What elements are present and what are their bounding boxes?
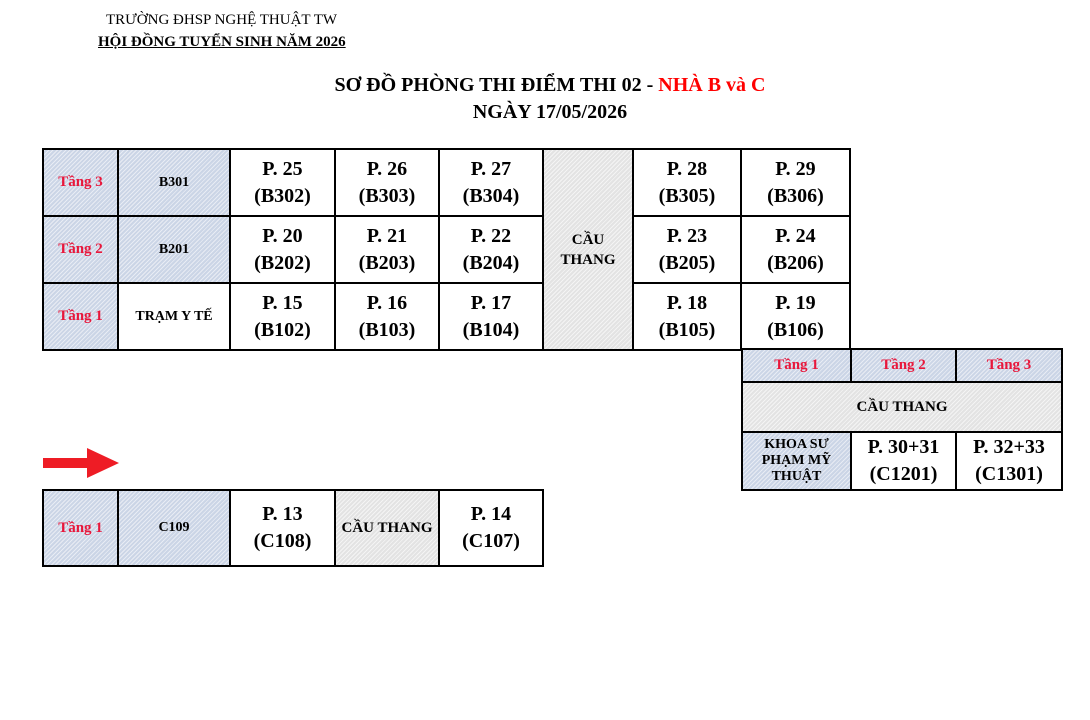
room-number: P. 29 bbox=[775, 157, 816, 180]
room-number: P. 32+33 bbox=[973, 436, 1045, 458]
exam-room: P. 25 (B302) bbox=[229, 148, 336, 217]
exam-room: P. 15 (B102) bbox=[229, 282, 336, 351]
room-number: P. 23 bbox=[666, 224, 708, 247]
room-code: (B206) bbox=[767, 251, 824, 274]
floor-label: Tầng 1 bbox=[42, 282, 119, 351]
room-number: P. 24 bbox=[775, 224, 816, 247]
rooms-row: KHOA SƯ PHẠM MỸ THUẬT P. 30+31 (C1201) P.… bbox=[741, 431, 1063, 491]
room-number: P. 27 bbox=[470, 157, 512, 180]
room-code: (B106) bbox=[767, 318, 824, 341]
room-code: B201 bbox=[117, 215, 231, 284]
floor-row-1: Tầng 1 C109 P. 13 (C108) CẦU THANG P. 14 (… bbox=[42, 489, 544, 567]
map-title: SƠ ĐỒ PHÒNG THI ĐIỂM THI 02 - NHÀ B và C bbox=[0, 74, 1090, 97]
room-number: P. 13 bbox=[262, 503, 303, 525]
room-code: (B305) bbox=[658, 184, 716, 207]
school-name: TRƯỜNG ĐHSP NGHỆ THUẬT TW bbox=[106, 12, 338, 28]
room-code: (B102) bbox=[254, 318, 311, 341]
room-number: P. 28 bbox=[666, 157, 708, 180]
building-c-right-grid: Tầng 1 Tầng 2 Tầng 3 CẦU THANG KHOA SƯ P… bbox=[741, 348, 1063, 491]
room-code: (B203) bbox=[358, 251, 416, 274]
room-number: P. 22 bbox=[470, 224, 512, 247]
room-code: (B306) bbox=[767, 184, 824, 207]
exam-room: P. 23 (B205) bbox=[632, 215, 742, 284]
room-number: P. 15 bbox=[262, 291, 303, 314]
room-code: (C1201) bbox=[869, 463, 938, 485]
room-code: (B304) bbox=[462, 184, 520, 207]
room-number: P. 16 bbox=[366, 291, 408, 314]
exam-room: P. 24 (B206) bbox=[740, 215, 851, 284]
exam-room: P. 18 (B105) bbox=[632, 282, 742, 351]
room-code: (C107) bbox=[462, 530, 520, 552]
floor-label: Tầng 3 bbox=[955, 348, 1063, 383]
floor-row-2: Tầng 2 B201 P. 20 (B202) P. 21 (B203) P. 2… bbox=[42, 215, 851, 284]
room-code: (B303) bbox=[358, 184, 416, 207]
stairwell: CẦU THANG bbox=[334, 489, 440, 567]
room-code: (B202) bbox=[254, 251, 311, 274]
exam-room: P. 28 (B305) bbox=[632, 148, 742, 217]
exam-room: P. 21 (B203) bbox=[334, 215, 440, 284]
room-number: P. 30+31 bbox=[867, 436, 940, 458]
exam-room: P. 30+31 (C1201) bbox=[850, 431, 957, 491]
room-code: (B103) bbox=[358, 318, 416, 341]
exam-room: P. 32+33 (C1301) bbox=[955, 431, 1063, 491]
room-code: (C1301) bbox=[975, 463, 1043, 485]
exam-room: P. 16 (B103) bbox=[334, 282, 440, 351]
room-code: (B302) bbox=[254, 184, 311, 207]
room-code: (B205) bbox=[658, 251, 716, 274]
room-number: P. 20 bbox=[262, 224, 303, 247]
room-code: (B104) bbox=[462, 318, 520, 341]
room-number: P. 25 bbox=[262, 157, 303, 180]
floor-label: Tầng 2 bbox=[42, 215, 119, 284]
floor-label: Tầng 2 bbox=[850, 348, 957, 383]
exam-room: P. 27 (B304) bbox=[438, 148, 544, 217]
floor-label: Tầng 3 bbox=[42, 148, 119, 217]
exam-room: P. 22 (B204) bbox=[438, 215, 544, 284]
floor-row-1: Tầng 1 TRẠM Y TẾ P. 15 (B102) P. 16 (B103)… bbox=[42, 282, 851, 351]
room-number: P. 19 bbox=[775, 291, 816, 314]
map-title-highlight: NHÀ B và C bbox=[658, 74, 766, 96]
medical-station: TRẠM Y TẾ bbox=[117, 282, 231, 351]
floor-row-3: Tầng 3 B301 P. 25 (B302) P. 26 (B303) P. 2… bbox=[42, 148, 851, 351]
exam-room: P. 26 (B303) bbox=[334, 148, 440, 217]
floor-header-row: Tầng 1 Tầng 2 Tầng 3 bbox=[741, 348, 1063, 383]
room-code: (C108) bbox=[253, 530, 312, 552]
map-title-main: SƠ ĐỒ PHÒNG THI ĐIỂM THI 02 - bbox=[334, 74, 659, 96]
room-code: (B204) bbox=[462, 251, 520, 274]
room-code: B301 bbox=[117, 148, 231, 217]
room-number: P. 17 bbox=[470, 291, 512, 314]
council-name: HỘI ĐỒNG TUYỂN SINH NĂM 2026 bbox=[98, 34, 346, 50]
room-number: P. 18 bbox=[666, 291, 708, 314]
exam-room: P. 14 (C107) bbox=[438, 489, 544, 567]
building-c-bottom-grid: Tầng 1 C109 P. 13 (C108) CẦU THANG P. 14 (… bbox=[42, 489, 544, 567]
stair-row: CẦU THANG bbox=[741, 381, 1063, 433]
exam-room: P. 20 (B202) bbox=[229, 215, 336, 284]
stairwell: CẦU THANG bbox=[741, 381, 1063, 433]
arrow-right-icon bbox=[43, 448, 119, 478]
faculty-label: KHOA SƯ PHẠM MỸ THUẬT bbox=[741, 431, 852, 491]
exam-room: P. 13 (C108) bbox=[229, 489, 336, 567]
room-code: C109 bbox=[117, 489, 231, 567]
floor-label: Tầng 1 bbox=[42, 489, 119, 567]
exam-room: P. 19 (B106) bbox=[740, 282, 851, 351]
room-number: P. 14 bbox=[470, 503, 512, 525]
room-code: (B105) bbox=[658, 318, 716, 341]
exam-room: P. 29 (B306) bbox=[740, 148, 851, 217]
exam-room: P. 17 (B104) bbox=[438, 282, 544, 351]
floor-label: Tầng 1 bbox=[741, 348, 852, 383]
exam-date: NGÀY 17/05/2026 bbox=[472, 101, 628, 123]
building-b-grid: Tầng 3 B301 P. 25 (B302) P. 26 (B303) P. 2… bbox=[42, 148, 851, 351]
room-number: P. 21 bbox=[366, 224, 408, 247]
room-number: P. 26 bbox=[366, 157, 408, 180]
